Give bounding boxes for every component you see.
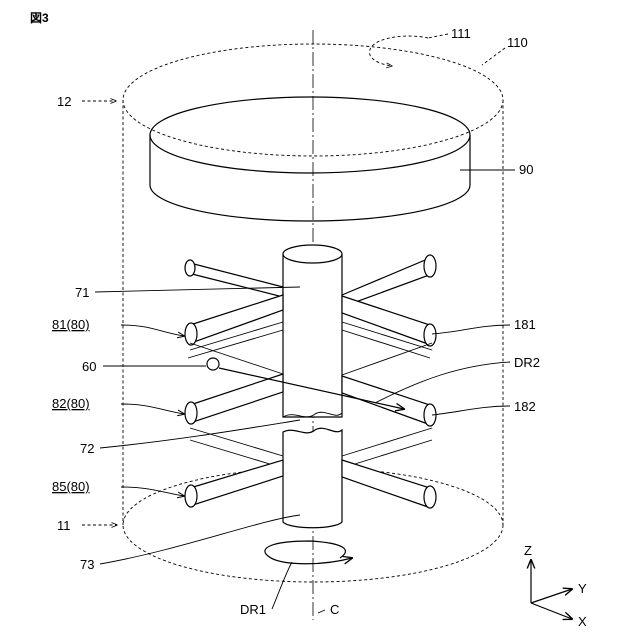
rod-front-left-85 (190, 460, 283, 505)
y-axis-arrow (531, 589, 572, 603)
rod-end (185, 402, 197, 424)
label-71: 71 (75, 285, 89, 300)
rod-edge (190, 343, 283, 374)
leader-73 (100, 515, 300, 564)
rod-end (424, 255, 436, 277)
leader-111 (428, 34, 448, 38)
leader-182 (432, 406, 510, 415)
label-73: 73 (80, 557, 94, 572)
disk-side (150, 135, 470, 221)
rod-front-left (190, 295, 283, 342)
rod-edge (342, 428, 432, 456)
label-z: Z (524, 543, 532, 558)
label-181: 181 (514, 317, 536, 332)
rod-front-left-82 (190, 374, 283, 422)
label-dr2: DR2 (514, 355, 540, 370)
rod-edge (342, 343, 432, 375)
label-182: 182 (514, 399, 536, 414)
disk-top (150, 97, 470, 173)
label-12: 12 (57, 94, 71, 109)
rotation-arrow-dr1 (265, 541, 352, 564)
label-111: 111 (451, 26, 471, 41)
rod-back-left (188, 263, 283, 297)
label-90: 90 (519, 162, 533, 177)
label-y: Y (578, 581, 587, 596)
leader-181 (432, 325, 510, 334)
rod-front-right-181 (342, 296, 430, 344)
rod-end (185, 323, 197, 345)
leader-81 (121, 325, 184, 336)
rod-end (424, 324, 436, 346)
label-81: 81(80) (52, 317, 90, 332)
coordinate-axes (531, 560, 572, 619)
leader-c (318, 610, 325, 613)
rod-end (185, 485, 197, 507)
stirring-tier-85 (185, 428, 436, 527)
label-11: 11 (57, 518, 71, 533)
leader-82 (121, 404, 184, 414)
circulation-arrow (370, 36, 428, 66)
shaft-71-top (283, 245, 342, 263)
shaft-73 (283, 428, 342, 527)
label-85: 85(80) (52, 479, 90, 494)
rod-edge (190, 428, 283, 456)
leader-dr1 (272, 562, 292, 609)
leader-85 (121, 487, 184, 496)
shaft-72 (283, 333, 342, 417)
leader-110 (482, 48, 505, 65)
rod-front-right (342, 460, 430, 507)
label-82: 82(80) (52, 396, 90, 411)
label-60: 60 (82, 359, 96, 374)
label-dr1: DR1 (240, 602, 266, 617)
particle-60 (207, 358, 219, 370)
label-x: X (578, 614, 587, 629)
figure-title: 図3 (30, 11, 49, 25)
label-c: C (330, 602, 339, 617)
rod-front-right-182 (342, 376, 430, 424)
disk-90 (150, 97, 470, 221)
shaft-71 (283, 254, 342, 340)
label-110: 110 (507, 35, 528, 50)
rod-back-right (342, 258, 432, 307)
leader-72 (100, 420, 300, 448)
rod-end (185, 260, 195, 276)
x-axis-arrow (531, 603, 572, 619)
label-72: 72 (80, 441, 94, 456)
rod-end (424, 486, 436, 508)
